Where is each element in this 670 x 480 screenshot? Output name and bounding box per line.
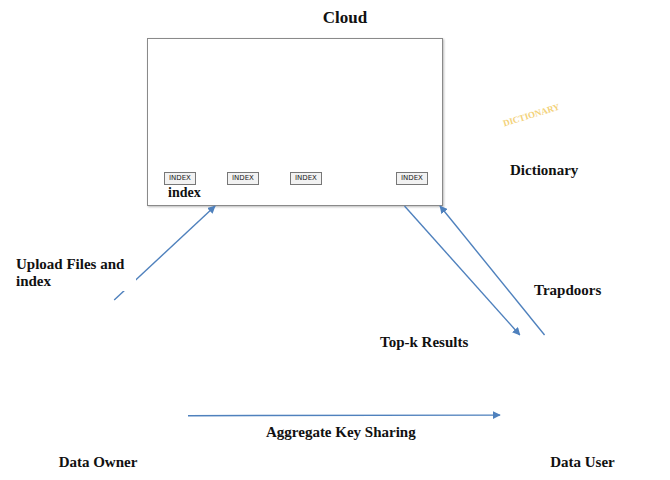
document-hub xyxy=(404,64,450,148)
panel-ground xyxy=(147,38,443,206)
data-owner: Data Owner xyxy=(8,300,188,478)
index-box-label: INDEX xyxy=(169,174,191,183)
index-panel-label: index xyxy=(168,185,201,201)
index-box-label: INDEX xyxy=(232,174,254,183)
index-panel: index INDEX INDEX INDEX INDEX xyxy=(147,38,443,206)
document-hub xyxy=(299,64,345,148)
document-hub xyxy=(230,64,276,148)
data-owner-figure xyxy=(8,316,160,450)
dictionary: DICTIONARY Dictionary xyxy=(470,78,595,190)
dictionary-book xyxy=(482,80,563,159)
index-box: INDEX xyxy=(164,172,196,185)
index-box: INDEX xyxy=(227,172,259,185)
data-user-figure xyxy=(518,348,668,446)
document-hub xyxy=(160,64,206,148)
cloud: Cloud index INDEX INDEX INDEX INDEX DICTIONARY… xyxy=(20,0,670,270)
edge-label: Aggregate Key Sharing xyxy=(264,424,418,441)
index-box-label: INDEX xyxy=(401,174,423,183)
cloud-outline xyxy=(36,8,655,263)
flow-arrow xyxy=(405,206,520,335)
ellipsis-dashes xyxy=(338,177,388,179)
edge-label: Upload Files and index xyxy=(14,256,136,291)
cloud-shape xyxy=(20,0,670,270)
flow-arrow xyxy=(188,414,500,416)
index-box: INDEX xyxy=(396,172,428,185)
data-user-label: Data User xyxy=(500,454,665,471)
data-user: Data User xyxy=(500,335,665,478)
edge-label: Trapdoors xyxy=(532,282,603,299)
index-box: INDEX xyxy=(290,172,322,185)
ellipsis-dashes xyxy=(350,79,400,81)
dictionary-label: DICTIONARY xyxy=(502,102,561,129)
edge-label: Top-k Results xyxy=(378,334,470,351)
data-owner-label: Data Owner xyxy=(8,454,188,471)
index-box-label: INDEX xyxy=(295,174,317,183)
dictionary-caption: Dictionary xyxy=(510,162,578,179)
flow-arrow xyxy=(440,206,545,335)
cloud-label: Cloud xyxy=(20,8,670,28)
